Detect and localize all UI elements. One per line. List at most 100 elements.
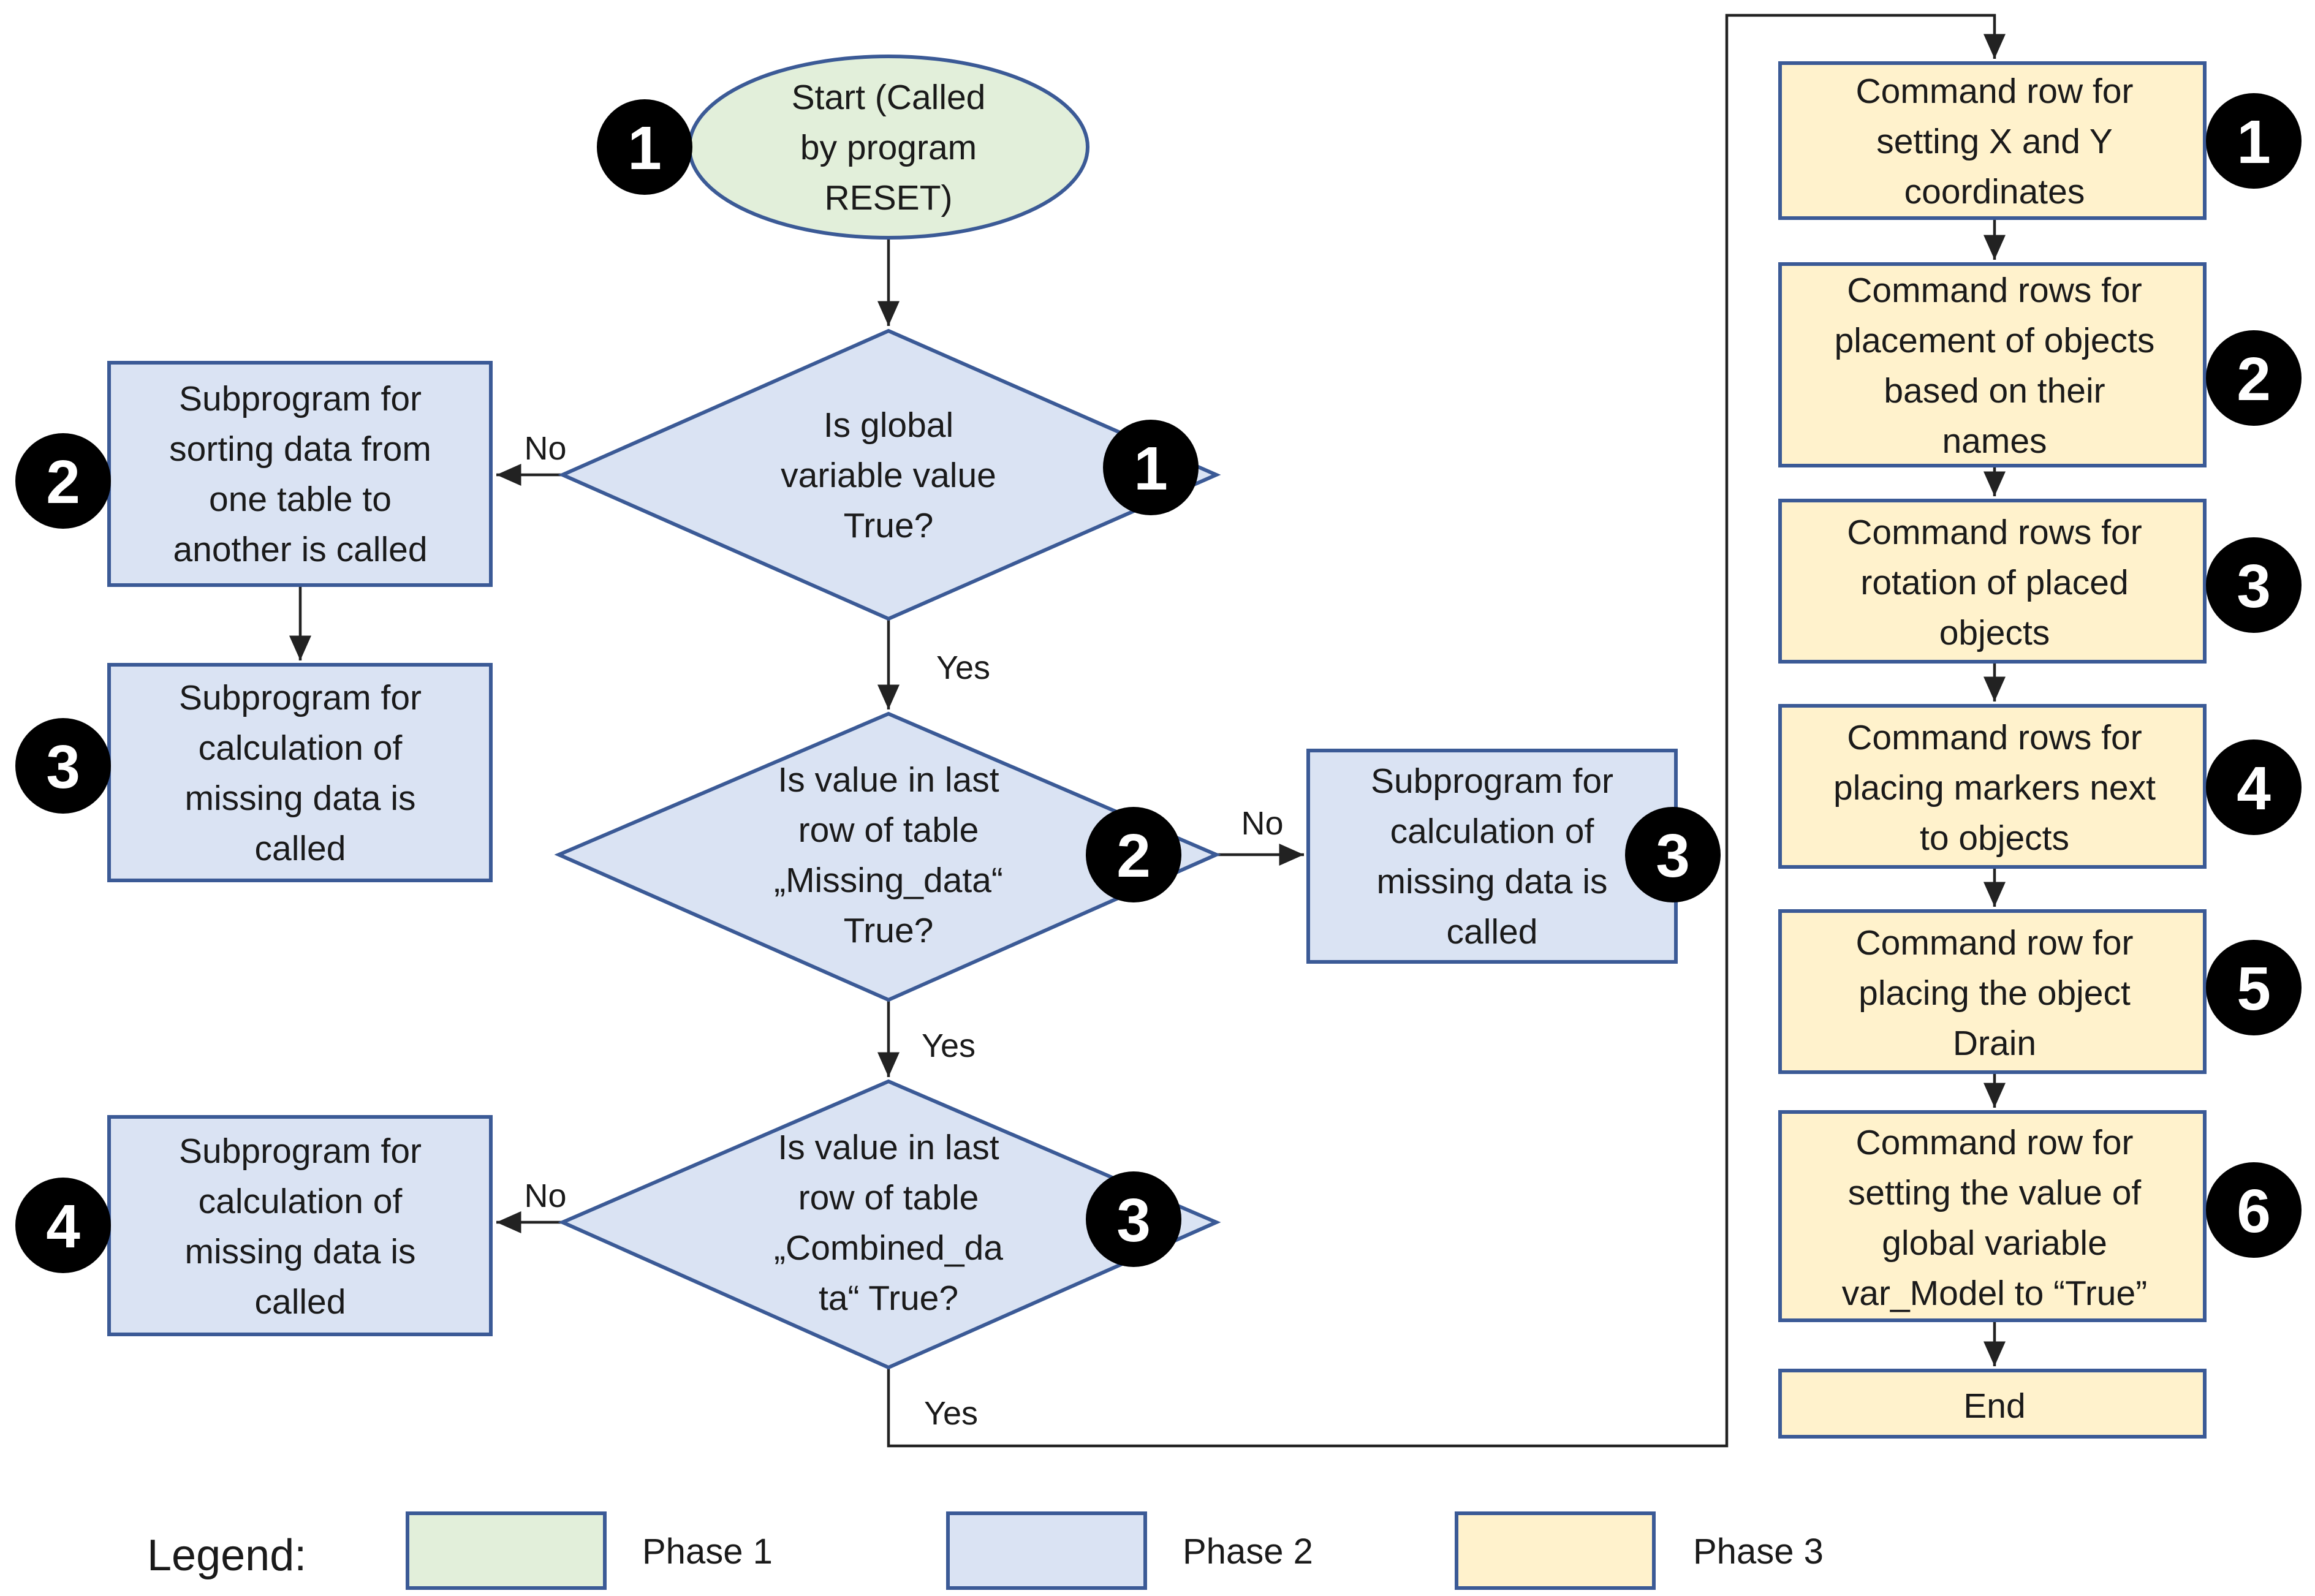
badges: 1 1 2 3 2 3 4 3 (15, 93, 2302, 1273)
decision3-line: row of table (798, 1178, 979, 1217)
start-line: RESET) (824, 178, 952, 217)
sub-sort-line: sorting data from (169, 429, 431, 469)
badge-cmd3: 3 (2206, 537, 2302, 633)
badge-decision3-number: 3 (1116, 1186, 1151, 1255)
end-node: End (1778, 1369, 2207, 1439)
cmd6-line: setting the value of (1848, 1173, 2142, 1212)
end-shape (1778, 1369, 2207, 1439)
badge-cmd5-number: 5 (2237, 955, 2271, 1023)
edges (289, 13, 2006, 1448)
cmd5-line: Drain (1953, 1024, 2036, 1063)
sub-calc-a-line: missing data is (185, 779, 416, 818)
cmd6-text: Command row for setting the value of globa… (1842, 1123, 2147, 1313)
sub-calc-b-line: calculation of (1390, 812, 1594, 851)
badge-cmd1: 1 (2206, 93, 2302, 189)
badge-decision2: 2 (1086, 807, 1181, 902)
decision2-line: row of table (798, 811, 979, 850)
sub-calc-c-line: Subprogram for (179, 1132, 422, 1171)
cmd4-shape (1778, 704, 2207, 869)
badge-sub-sort: 2 (15, 433, 111, 529)
sub-calc-c-shape (107, 1115, 493, 1336)
cmd3-node: Command rows for rotation of placed object… (1778, 499, 2207, 664)
badge-start-number: 1 (627, 114, 662, 183)
decision1-line: True? (844, 506, 934, 545)
badge-sub-sort-circle (15, 433, 111, 529)
legend-swatch-phase2 (946, 1511, 1147, 1590)
sub-calc-a-shape (107, 663, 493, 882)
start-line: Start (Called (792, 78, 986, 117)
cmd1-line: coordinates (1904, 172, 2085, 211)
cmd5-line: placing the object (1858, 974, 2131, 1013)
decision1-yes-label: Yes (936, 649, 990, 686)
cmd1-shape (1778, 61, 2207, 220)
sub-calc-c-line: missing data is (185, 1232, 416, 1271)
badge-cmd2-number: 2 (2237, 345, 2271, 414)
decision2-shape (554, 711, 1221, 1002)
cmd3-line: Command rows for (1847, 513, 2142, 552)
sub-calc-c-line: called (255, 1282, 346, 1322)
cmd2-line: placement of objects (1835, 321, 2155, 360)
badge-cmd3-circle (2206, 537, 2302, 633)
cmd6-line: var_Model to “True” (1842, 1274, 2147, 1313)
badge-sub-calc-b: 3 (1625, 807, 1721, 902)
decision3-shape (558, 1079, 1221, 1370)
decision3-line: ta“ True? (819, 1279, 958, 1318)
legend-item-phase1: Phase 1 (406, 1511, 773, 1590)
start-line: by program (800, 128, 977, 167)
sub-calc-b-line: missing data is (1377, 862, 1608, 901)
cmd2-line: Command rows for (1847, 271, 2142, 310)
decision1-line: variable value (781, 456, 996, 495)
sub-sort-shape (107, 361, 493, 587)
cmd5-line: Command row for (1856, 923, 2134, 963)
badge-decision2-circle (1086, 807, 1181, 902)
end-text: End (1963, 1386, 2025, 1426)
badge-cmd1-circle (2206, 93, 2302, 189)
cmd5-shape (1778, 909, 2207, 1074)
badge-cmd1-number: 1 (2237, 108, 2271, 176)
badge-sub-calc-a: 3 (15, 718, 111, 814)
cmd1-line: setting X and Y (1876, 122, 2113, 161)
cmd6-line: Command row for (1856, 1123, 2134, 1162)
decision2-line: Is value in last (778, 760, 999, 800)
cmd6-line: global variable (1882, 1223, 2107, 1263)
badge-cmd6: 6 (2206, 1162, 2302, 1258)
cmd4-line: Command rows for (1847, 718, 2142, 757)
decision3-yes-label: Yes (924, 1395, 978, 1432)
badge-cmd4: 4 (2206, 739, 2302, 835)
badge-sub-calc-b-number: 3 (1656, 822, 1690, 890)
edge-decision3-yes-connector (887, 13, 2006, 1448)
badge-start: 1 (597, 99, 692, 195)
badge-decision1: 1 (1103, 420, 1199, 515)
decision2-no-label: No (1241, 805, 1283, 842)
cmd6-node: Command row for setting the value of globa… (1778, 1110, 2207, 1322)
badge-decision3: 3 (1086, 1171, 1181, 1267)
legend-swatch-phase3 (1455, 1511, 1656, 1590)
sub-sort-line: Subprogram for (179, 379, 422, 418)
legend-title: Legend: (147, 1531, 306, 1580)
badge-cmd2-circle (2206, 330, 2302, 426)
decision1-no-label: No (524, 430, 566, 467)
cmd3-line: objects (1939, 613, 2050, 652)
badge-cmd5-circle (2206, 940, 2302, 1035)
sub-calc-c-line: calculation of (199, 1182, 403, 1221)
edge-labels: No Yes No Yes No Yes (524, 430, 1283, 1432)
sub-calc-b-shape (1306, 749, 1678, 964)
badge-decision3-circle (1086, 1171, 1181, 1267)
end-line: End (1963, 1386, 2025, 1426)
cmd4-line: to objects (1920, 819, 2069, 858)
badge-cmd4-circle (2206, 739, 2302, 835)
cmd3-line: rotation of placed (1860, 563, 2128, 602)
badge-sub-calc-c-number: 4 (46, 1192, 80, 1261)
